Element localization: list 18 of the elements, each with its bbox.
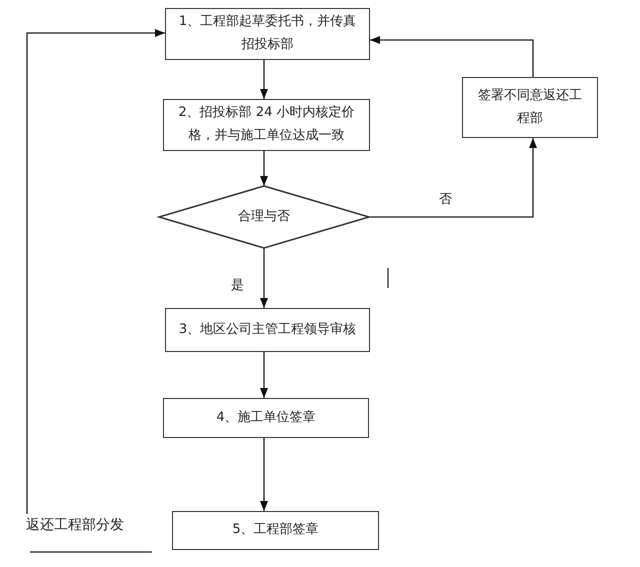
edge-label: 否 <box>437 192 454 208</box>
arrow <box>260 60 268 99</box>
arrow <box>26 29 165 514</box>
process-box: 4、施工单位签章 <box>163 398 369 438</box>
process-box: 3、地区公司主管工程领导审核 <box>165 308 370 352</box>
arrow <box>260 352 268 398</box>
arrow <box>369 138 537 218</box>
process-box: 签署不同意返还工程部 <box>462 77 598 138</box>
decision-diamond: 合理与否 <box>159 186 369 248</box>
arrow <box>260 151 268 186</box>
arrow <box>260 438 268 511</box>
process-box: 1、工程部起草委托书，并传真招投标部 <box>165 8 370 60</box>
arrow <box>260 248 268 308</box>
process-box: 5、工程部签章 <box>172 511 379 550</box>
process-box: 2、招投标部 24 小时内核定价格，并与施工单位达成一致 <box>163 99 370 151</box>
text-label: 返还工程部分发 <box>26 514 148 536</box>
arrow <box>370 36 534 77</box>
edge-label: 是 <box>229 278 246 294</box>
